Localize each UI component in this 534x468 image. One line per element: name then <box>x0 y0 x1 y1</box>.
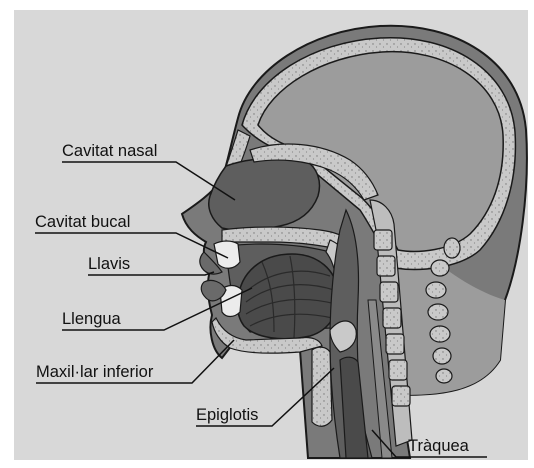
label-lower-jaw: Maxil·lar inferior <box>36 363 154 381</box>
label-tongue: Llengua <box>62 310 122 328</box>
upper-teeth <box>214 241 240 268</box>
label-oral-cavity: Cavitat bucal <box>35 213 130 231</box>
label-trachea: Tràquea <box>408 437 470 455</box>
label-nasal-cavity: Cavitat nasal <box>62 142 157 160</box>
label-lips: Llavis <box>88 255 130 273</box>
label-epiglottis: Epiglotis <box>196 406 258 424</box>
